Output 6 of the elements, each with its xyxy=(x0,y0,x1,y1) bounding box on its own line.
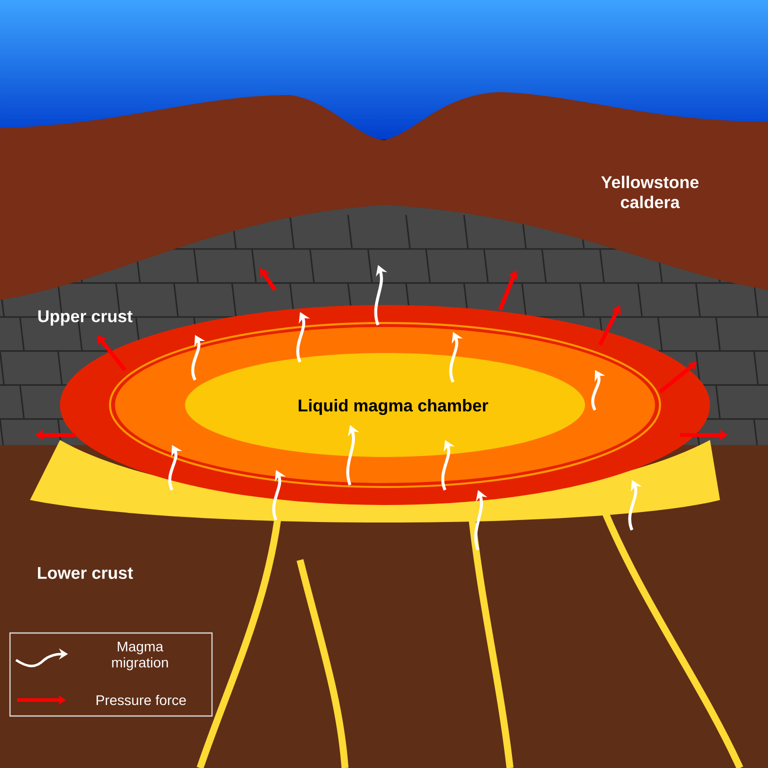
legend-text: Magma migration xyxy=(112,642,168,670)
layer-label: Yellowstone caldera xyxy=(601,176,699,208)
layer-label: Lower crust xyxy=(38,567,133,579)
layer-label: Upper crust xyxy=(38,310,132,326)
legend-text: Pressure force xyxy=(96,694,186,706)
layer-label: Liquid magma chamber xyxy=(298,399,488,415)
